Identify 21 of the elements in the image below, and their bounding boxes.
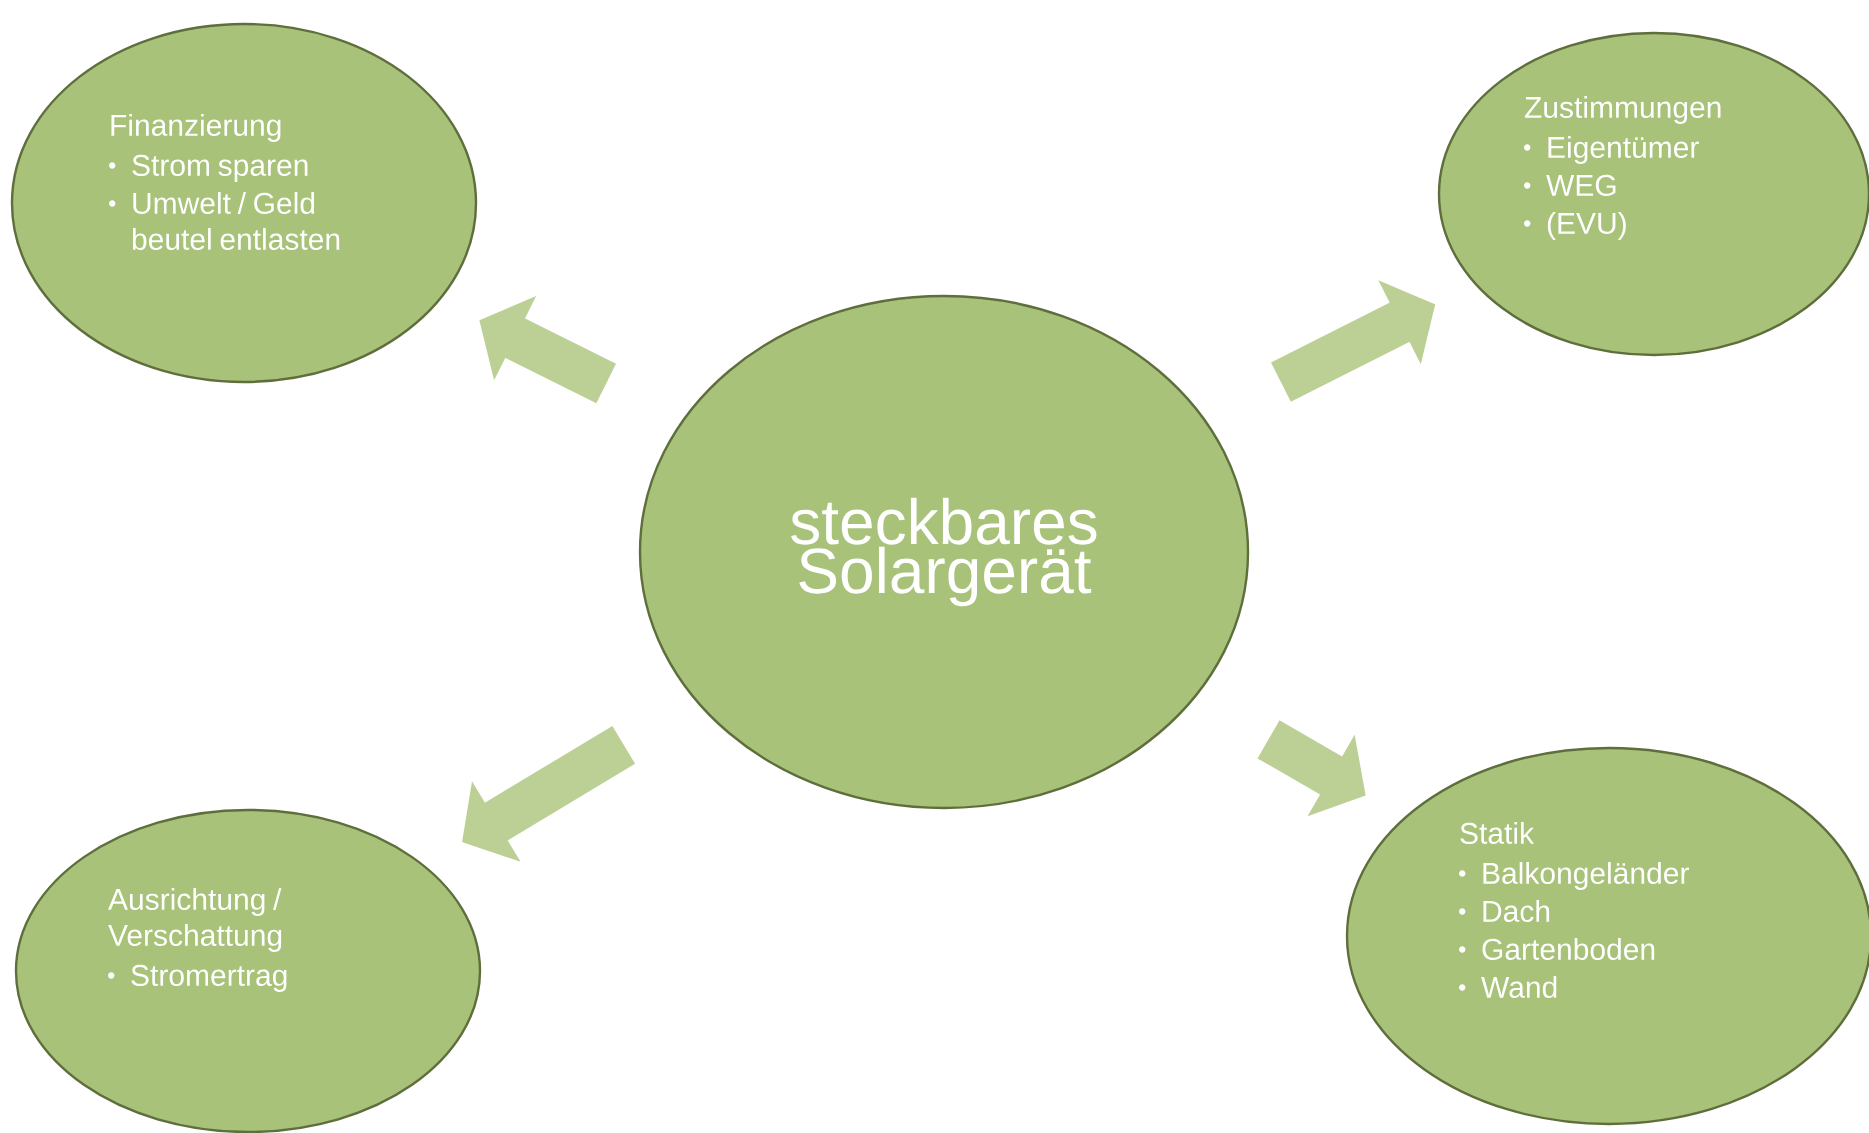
center-title: steckbares Solargerät [791, 497, 1097, 607]
block-arrow [462, 725, 636, 862]
bullet-item: Umwelt / Geld beutel entlasten [109, 191, 340, 250]
bullet-item: Balkongeländer [1459, 861, 1689, 890]
ellipse [638, 294, 1250, 810]
bullet-item: Dach [1459, 899, 1550, 922]
ellipse [1345, 746, 1869, 1126]
heading: Ausrichtung / Verschattung [108, 888, 282, 952]
bullet-item: Gartenboden [1459, 937, 1655, 960]
ellipse [14, 808, 482, 1133]
bullet-item: Stromertrag [108, 964, 287, 992]
heading: Finanzierung [111, 113, 281, 142]
bullet-item: Wand [1459, 975, 1557, 998]
bullet-item: Eigentümer [1524, 136, 1699, 164]
bullet-item: Strom sparen [109, 154, 308, 182]
heading: Zustimmungen [1524, 96, 1721, 124]
heading: Statik [1460, 821, 1535, 844]
bullet-item: WEG [1524, 174, 1616, 196]
bullet-item: (EVU) [1524, 212, 1626, 240]
ellipse [10, 22, 478, 384]
ellipse [1437, 31, 1869, 357]
